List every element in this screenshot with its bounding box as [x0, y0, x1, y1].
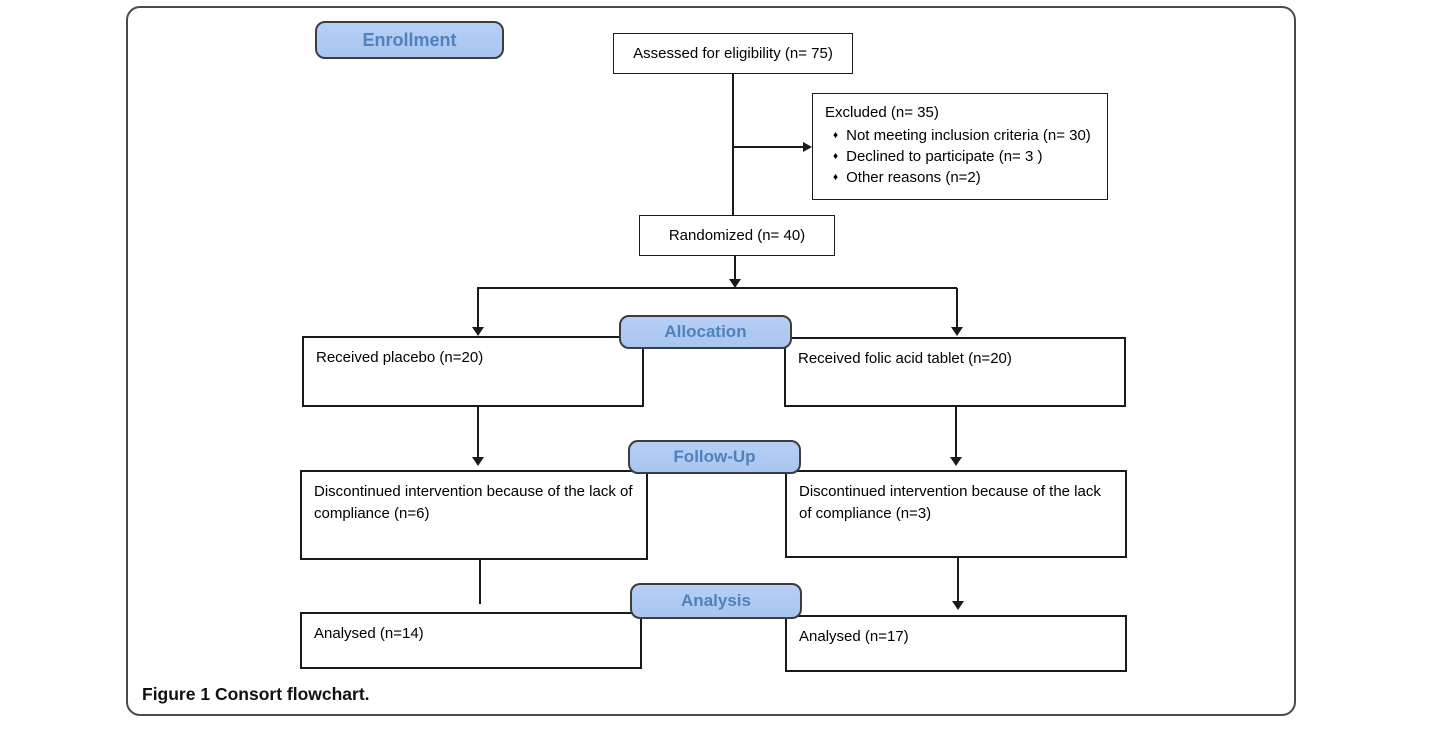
arrowhead-discontinued-right	[950, 457, 962, 466]
excluded-item-label: Other reasons (n=2)	[846, 169, 981, 186]
box-discontinued-placebo: Discontinued intervention because of the…	[300, 470, 648, 560]
box-excluded: Excluded (n= 35) ♦ Not meeting inclusion…	[812, 93, 1108, 200]
figure-caption-text: Consort flowchart.	[214, 684, 370, 704]
box-received-folic-acid: Received folic acid tablet (n=20)	[784, 337, 1126, 407]
excluded-item: ♦ Declined to participate (n= 3 )	[825, 146, 1099, 167]
figure-panel: Enrollment Allocation Follow-Up Analysis…	[126, 6, 1296, 716]
stage-follow-up: Follow-Up	[628, 440, 801, 474]
figure-caption-label: Figure 1	[142, 684, 211, 704]
excluded-item-label: Not meeting inclusion criteria (n= 30)	[846, 127, 1091, 144]
box-analysed-folic-acid-label: Analysed (n=17)	[799, 628, 909, 645]
diamond-bullet-icon: ♦	[833, 151, 839, 162]
arrowhead-excluded	[803, 142, 812, 152]
connector-assessed-to-randomized	[732, 74, 734, 216]
box-randomized: Randomized (n= 40)	[639, 215, 835, 256]
box-analysed-placebo: Analysed (n=14)	[300, 612, 642, 669]
connector-to-excluded	[733, 146, 803, 148]
box-received-folic-acid-label: Received folic acid tablet (n=20)	[798, 350, 1012, 367]
connector-folic-acid-to-discontinued	[955, 407, 957, 458]
box-received-placebo-label: Received placebo (n=20)	[316, 349, 484, 366]
box-assessed-eligibility-label: Assessed for eligibility (n= 75)	[633, 45, 833, 62]
box-received-placebo: Received placebo (n=20)	[302, 336, 644, 407]
stage-enrollment: Enrollment	[315, 21, 504, 59]
box-analysed-placebo-label: Analysed (n=14)	[314, 625, 424, 642]
arrowhead-analysed-right	[952, 601, 964, 610]
box-analysed-folic-acid: Analysed (n=17)	[785, 615, 1127, 672]
arrowhead-folic-acid	[951, 327, 963, 336]
stage-allocation: Allocation	[619, 315, 792, 349]
connector-randomized-to-branch	[734, 256, 736, 281]
connector-branch-to-placebo	[477, 288, 479, 328]
box-assessed-eligibility: Assessed for eligibility (n= 75)	[613, 33, 853, 74]
excluded-title: Excluded (n= 35)	[825, 104, 939, 121]
stage-analysis: Analysis	[630, 583, 802, 619]
connector-branch-to-folic-acid	[956, 288, 958, 328]
diamond-bullet-icon: ♦	[833, 130, 839, 141]
excluded-item: ♦ Not meeting inclusion criteria (n= 30)	[825, 125, 1099, 146]
branch-line-allocation	[477, 287, 957, 289]
box-discontinued-folic-acid-label: Discontinued intervention because of the…	[799, 483, 1101, 522]
arrowhead-discontinued-left	[472, 457, 484, 466]
arrowhead-branch	[729, 279, 741, 288]
box-discontinued-placebo-label: Discontinued intervention because of the…	[314, 483, 633, 522]
connector-discontinued-to-analysed-right	[957, 558, 959, 602]
connector-discontinued-to-analysed-left	[479, 560, 481, 604]
box-randomized-label: Randomized (n= 40)	[668, 227, 806, 244]
excluded-item-label: Declined to participate (n= 3 )	[846, 148, 1043, 165]
connector-placebo-to-discontinued	[477, 407, 479, 458]
box-discontinued-folic-acid: Discontinued intervention because of the…	[785, 470, 1127, 558]
excluded-item: ♦ Other reasons (n=2)	[825, 167, 1099, 188]
diamond-bullet-icon: ♦	[833, 172, 839, 183]
arrowhead-placebo	[472, 327, 484, 336]
figure-caption: Figure 1 Consort flowchart.	[142, 684, 370, 705]
